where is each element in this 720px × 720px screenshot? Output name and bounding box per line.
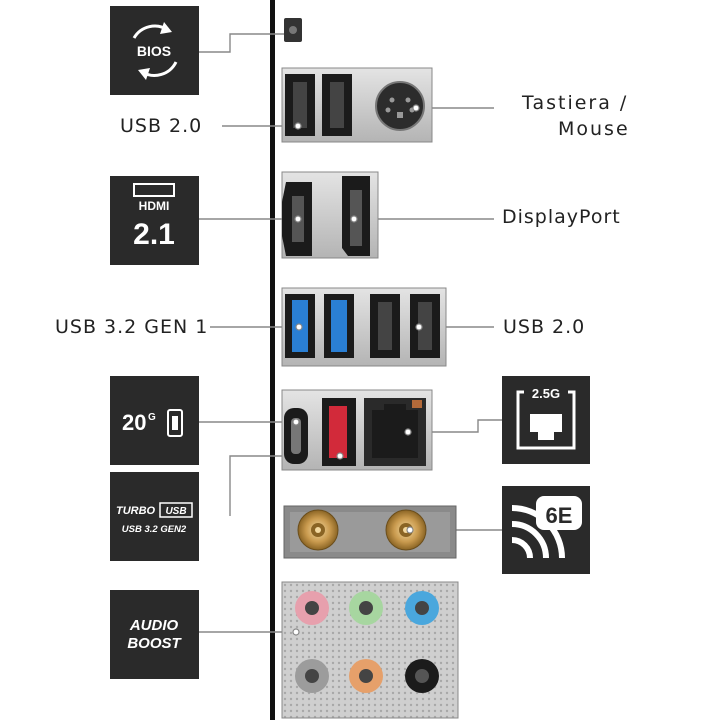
label-usb20-right: USB 2.0	[503, 316, 586, 338]
label-keyboard-mouse-2: Mouse	[558, 118, 630, 140]
wifi6e-badge: 6E	[502, 486, 590, 574]
hdmi-version-text: 2.1	[133, 218, 175, 251]
label-displayport: DisplayPort	[502, 206, 621, 228]
leader-lines	[198, 33, 502, 633]
usb20g-badge: 20 G	[110, 376, 199, 465]
hdmi-badge: HDMI 2.1	[110, 176, 199, 265]
audio-boost-badge: AUDIO BOOST	[110, 590, 199, 679]
wifi6e-text: 6E	[546, 503, 573, 528]
label-usb32gen1: USB 3.2 GEN 1	[55, 316, 209, 338]
wifi-antenna-block	[283, 505, 457, 559]
usb20g-speed: 20	[122, 410, 146, 435]
turbo-gen-text: USB 3.2 GEN2	[122, 524, 187, 535]
turbo-usb-text: USB	[165, 506, 186, 517]
ps2-port	[375, 81, 425, 131]
label-keyboard-mouse-1: Tastiera /	[522, 92, 629, 114]
audio-line1: AUDIO	[129, 617, 179, 634]
hdmi-logo-text: HDMI	[139, 199, 170, 213]
audio-jack-block	[281, 581, 459, 719]
usb20g-unit: G	[148, 412, 156, 423]
usb20-ps2-block	[281, 67, 433, 143]
io-shield-edge	[270, 0, 275, 720]
hdmi-dp-block	[281, 171, 379, 259]
lan25g-badge: 2.5G	[502, 376, 590, 464]
leader-dots	[292, 104, 423, 636]
turbo-usb-badge: TURBO USB USB 3.2 GEN2	[110, 472, 199, 561]
lan-speed-text: 2.5G	[532, 386, 560, 401]
bios-text: BIOS	[137, 43, 171, 59]
bios-badge: BIOS	[110, 6, 199, 95]
turbo-text: TURBO	[116, 505, 156, 517]
audio-line2: BOOST	[127, 635, 182, 652]
label-usb20-left: USB 2.0	[120, 115, 203, 137]
